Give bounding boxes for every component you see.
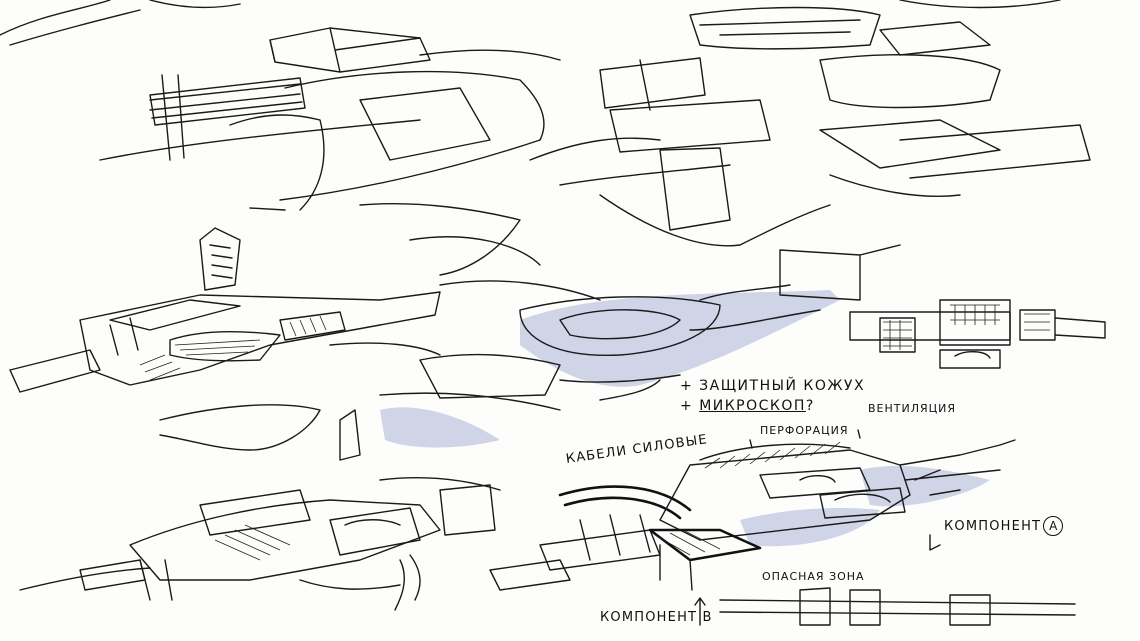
sketch-ship-center xyxy=(329,203,821,411)
sketch-ship-bottom-right xyxy=(489,429,1076,626)
annotation-microscope-word: МИКРОСКОП xyxy=(699,398,806,414)
sketch-ship-bottom-left xyxy=(19,404,501,611)
annotation-ventilation: ВЕНТИЛЯЦИЯ xyxy=(868,402,957,415)
annotation-danger-zone: ОПАСНАЯ ЗОНА xyxy=(762,570,865,583)
annotation-microscope-prefix: + xyxy=(680,398,694,414)
annotation-perforation: ПЕРФОРАЦИЯ xyxy=(760,424,849,437)
annotation-protective-cover: + ЗАЩИТНЫЙ КОЖУХ xyxy=(680,378,866,394)
sketch-ship-top-center xyxy=(99,27,561,211)
annotation-component-b: КОМПОНЕНТ В xyxy=(600,610,713,625)
annotation-component-a-label: КОМПОНЕНТ xyxy=(944,519,1042,534)
annotation-microscope-suffix: ? xyxy=(805,398,815,414)
sketch-component-right xyxy=(779,244,1106,369)
sketch-ship-mid-left xyxy=(9,227,441,393)
sketch-top-left-fragment xyxy=(0,0,241,46)
sketch-ship-top-right xyxy=(529,0,1091,247)
annotation-component-a-mark: A xyxy=(1043,516,1064,536)
marker-wash-layer xyxy=(380,290,990,547)
annotation-microscope: + МИКРОСКОП? xyxy=(680,398,815,414)
